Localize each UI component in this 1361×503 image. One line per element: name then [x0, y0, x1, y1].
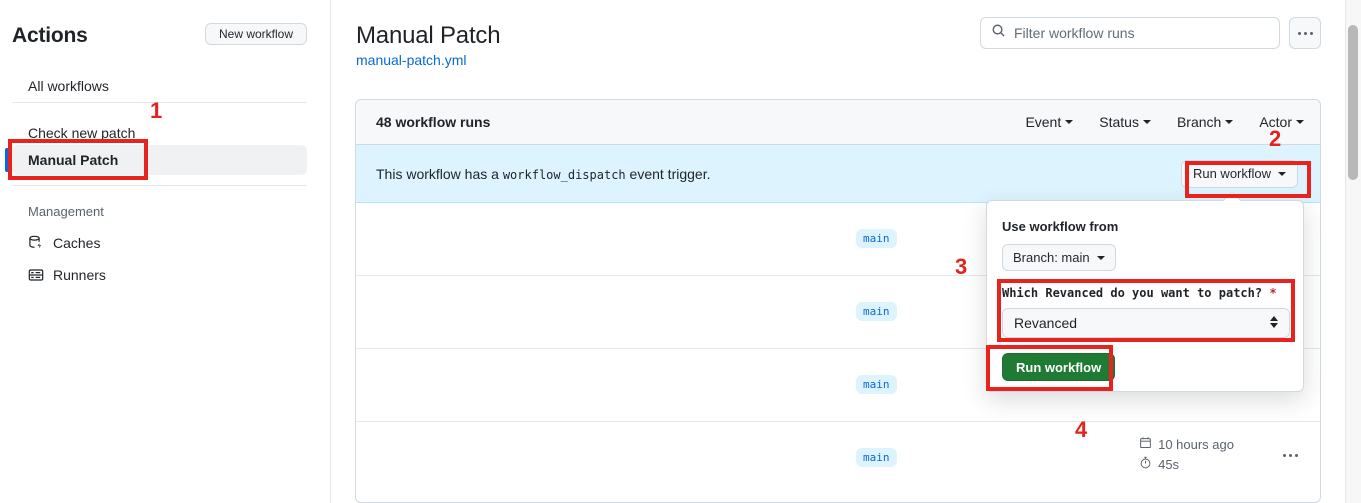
branch-badge[interactable]: main: [856, 448, 897, 467]
sidebar-item-manual-patch[interactable]: Manual Patch: [5, 145, 307, 175]
stopwatch-icon: [1139, 456, 1152, 472]
annotation-number-1: 1: [150, 98, 163, 123]
kebab-dot: [1283, 454, 1286, 457]
kebab-dot: [1309, 31, 1313, 35]
sidebar-main-divider: [330, 0, 331, 503]
filter-status[interactable]: Status: [1099, 114, 1151, 130]
run-meta: 10 hours ago 45s: [1139, 436, 1234, 472]
revanced-select[interactable]: Revanced: [1002, 308, 1290, 338]
revanced-select-value: Revanced: [1014, 315, 1078, 331]
annotation-number-4: 4: [1075, 417, 1088, 442]
annotation-number-2: 2: [1269, 126, 1282, 151]
sidebar: Actions New workflow All workflows Check…: [0, 0, 330, 503]
sidebar-item-caches[interactable]: Caches: [28, 235, 100, 251]
vertical-scrollbar[interactable]: [1345, 0, 1361, 503]
branch-badge[interactable]: main: [856, 302, 897, 321]
sidebar-item-label: Caches: [53, 235, 101, 251]
workflow-file-link[interactable]: manual-patch.yml: [356, 52, 467, 68]
sidebar-item-runners[interactable]: Runners: [28, 267, 106, 283]
branch-badge[interactable]: main: [856, 375, 897, 394]
submit-run-workflow-button[interactable]: Run workflow: [1002, 353, 1116, 381]
search-input[interactable]: [1014, 25, 1269, 41]
more-options-button[interactable]: [1289, 17, 1321, 49]
kebab-dot: [1289, 454, 1292, 457]
filter-actor[interactable]: Actor: [1259, 114, 1304, 130]
workflow-dispatch-banner: This workflow has a workflow_dispatch ev…: [356, 145, 1320, 203]
search-input-wrapper[interactable]: [980, 17, 1280, 49]
branch-badge[interactable]: main: [856, 229, 897, 248]
filter-label: Actor: [1259, 114, 1292, 130]
run-workflow-button-label: Run workflow: [1192, 166, 1271, 181]
runs-panel-header: 48 workflow runs Event Status Branch: [356, 100, 1320, 145]
new-workflow-button[interactable]: New workflow: [205, 23, 307, 45]
branch-selector-label: Branch: main: [1013, 250, 1090, 265]
row-more-options-button[interactable]: [1283, 454, 1298, 457]
sidebar-item-label: All workflows: [28, 78, 109, 94]
run-timestamp-text: 10 hours ago: [1158, 436, 1234, 452]
dispatch-text-before: This workflow has a: [376, 165, 499, 182]
run-duration: 45s: [1139, 456, 1234, 472]
use-workflow-from-label: Use workflow from: [1002, 219, 1119, 234]
run-duration-text: 45s: [1158, 456, 1180, 472]
workflow-input-label: Which Revanced do you want to patch? *: [1002, 286, 1277, 300]
dispatch-event-code: workflow_dispatch: [502, 167, 626, 182]
filter-label: Event: [1025, 114, 1062, 130]
filter-group: Event Status Branch Actor: [1025, 114, 1304, 130]
calendar-icon: [1139, 436, 1152, 452]
dispatch-banner-text: This workflow has a workflow_dispatch ev…: [376, 166, 710, 182]
cache-icon: [28, 235, 44, 251]
workflow-input-label-text: Which Revanced do you want to patch?: [1002, 286, 1263, 300]
sidebar-item-label: Check new patch: [28, 125, 136, 141]
sidebar-divider-2: [12, 185, 307, 186]
selected-indicator-bar: [5, 148, 9, 172]
chevron-down-icon: [1096, 255, 1105, 260]
run-timestamp: 10 hours ago: [1139, 436, 1234, 452]
chevron-down-icon: [1142, 120, 1151, 124]
sidebar-item-all-workflows[interactable]: All workflows: [12, 71, 307, 101]
scrollbar-thumb[interactable]: [1348, 25, 1358, 180]
search-icon: [991, 23, 1006, 43]
required-marker: *: [1269, 286, 1277, 300]
workflow-runs-count: 48 workflow runs: [376, 114, 491, 130]
dropdown-caret-icon: [1224, 192, 1240, 201]
sidebar-item-label: Runners: [53, 267, 106, 283]
management-section-label: Management: [28, 204, 104, 219]
filter-label: Status: [1099, 114, 1139, 130]
chevron-down-icon: [1225, 120, 1234, 124]
dispatch-text-after: event trigger.: [629, 165, 711, 182]
chevron-down-icon: [1065, 120, 1074, 124]
page-title: Manual Patch: [356, 22, 501, 49]
sidebar-item-label: Manual Patch: [28, 152, 119, 168]
kebab-dot: [1295, 454, 1298, 457]
select-updown-icon: [1270, 316, 1278, 328]
filter-event[interactable]: Event: [1025, 114, 1074, 130]
chevron-down-icon: [1296, 120, 1304, 124]
chevron-down-icon: [1278, 171, 1286, 176]
page-title-actions: Actions: [12, 24, 88, 47]
sidebar-item-check-new-patch[interactable]: Check new patch: [12, 118, 307, 148]
run-workflow-dropdown-button[interactable]: Run workflow: [1180, 159, 1298, 188]
annotation-number-3: 3: [955, 254, 968, 279]
branch-selector-button[interactable]: Branch: main: [1002, 244, 1116, 271]
sidebar-divider-1: [12, 102, 307, 103]
kebab-dot: [1303, 31, 1307, 35]
kebab-dot: [1297, 31, 1301, 35]
runners-icon: [28, 267, 44, 283]
run-workflow-dropdown-panel: Use workflow from Branch: main Which Rev…: [986, 200, 1304, 392]
workflow-runs-panel: 48 workflow runs Event Status Branch: [355, 99, 1321, 503]
table-row[interactable]: main 10 hours ago: [356, 422, 1320, 495]
filter-label: Branch: [1176, 114, 1222, 130]
filter-branch[interactable]: Branch: [1176, 114, 1234, 130]
